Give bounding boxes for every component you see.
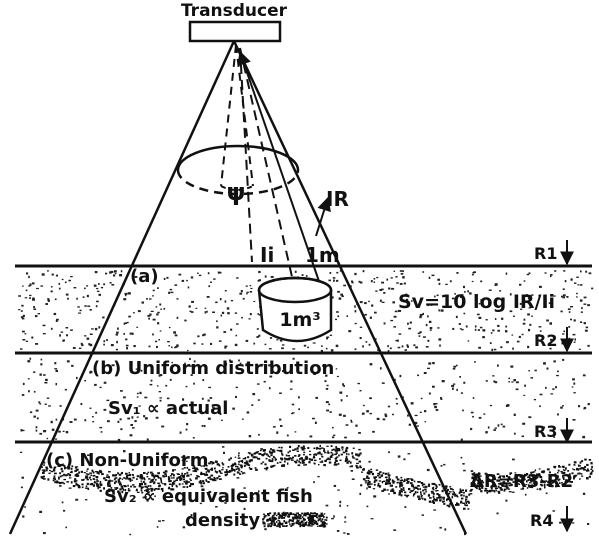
layer-c-label: (c) Non-Uniform xyxy=(46,450,209,471)
beam-angle-line-left xyxy=(220,44,237,187)
beam-ellipse-back xyxy=(176,144,300,171)
layer-b-stipple xyxy=(20,357,590,442)
sv1-label: Sv₁ ∝ actual xyxy=(108,398,228,419)
volume-side-label: 1m xyxy=(305,243,340,267)
fish-density-patch xyxy=(262,512,328,528)
sv2-label-line2: density xyxy=(185,510,260,531)
sv2-label-line1: Sv₂ ∝ equivalent fish xyxy=(104,486,313,507)
reflected-ray xyxy=(237,50,323,291)
delta-r-label: ΔR=R3-R2 xyxy=(470,471,573,492)
layer-b-label: (b) Uniform distribution xyxy=(92,358,334,379)
range-label-r2: R2 xyxy=(534,331,557,350)
cylinder-body xyxy=(257,289,333,343)
beam-left-edge xyxy=(8,40,236,535)
beam-ellipse-front xyxy=(176,169,300,196)
beam-angle-arc xyxy=(220,185,254,191)
incident-intensity-label: Ii xyxy=(260,243,274,267)
incident-ray-center xyxy=(239,47,300,292)
reflected-intensity-label: IR xyxy=(326,187,349,211)
range-label-r3: R3 xyxy=(534,422,557,441)
range-label-r4: R4 xyxy=(530,511,553,530)
range-label-r1: R1 xyxy=(534,244,557,263)
transducer-label: Transducer xyxy=(181,1,288,21)
transducer-box xyxy=(188,20,282,43)
fish-layer-band xyxy=(40,444,594,510)
beam-angle-symbol: ψ xyxy=(226,178,245,206)
layer-a-label: (a) xyxy=(130,266,159,287)
incident-ray-left xyxy=(239,47,253,263)
cylinder-top-overlay xyxy=(257,276,333,304)
reflected-intensity-arrow xyxy=(315,196,331,237)
volume-label: 1m³ xyxy=(279,309,320,331)
beam-right-edge xyxy=(232,40,468,535)
sv-formula: Sv=10 log IR/Ii xyxy=(398,291,555,313)
